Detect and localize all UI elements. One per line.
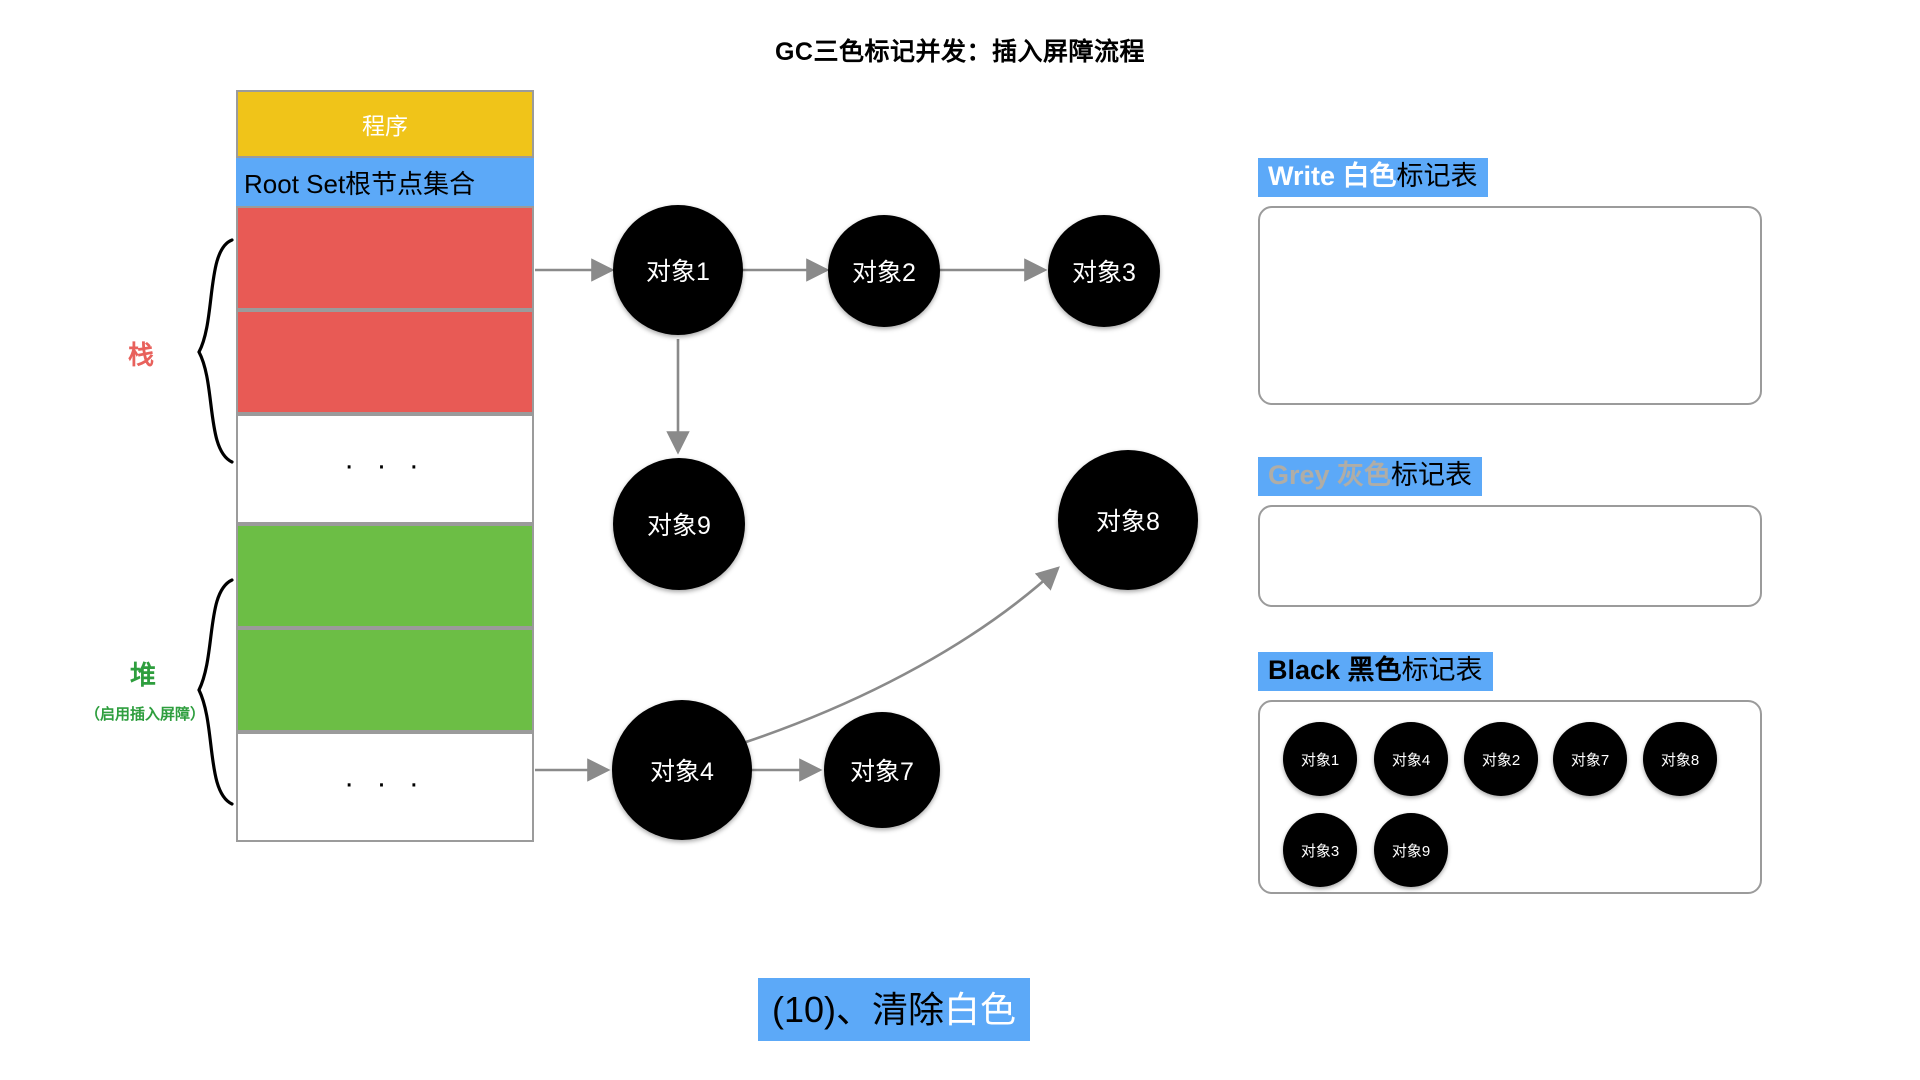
heap-label: 堆 xyxy=(129,660,156,690)
heap-cell-1 xyxy=(236,524,534,628)
write-panel-box[interactable] xyxy=(1258,206,1762,405)
black-item-chip[interactable]: 对象9 xyxy=(1374,813,1448,887)
black-item-chip[interactable]: 对象2 xyxy=(1464,722,1538,796)
stack-brace xyxy=(197,238,234,464)
graph-node-obj2[interactable]: 对象2 xyxy=(828,215,940,327)
ellipsis-glyph: · · · xyxy=(344,449,426,482)
black-item-chip[interactable]: 对象1 xyxy=(1283,722,1357,796)
heap-sublabel: （启用插入屏障） xyxy=(84,706,205,723)
write-panel-header: Write 白色标记表 xyxy=(1258,158,1488,198)
write-panel-header-accent: Write 白色 xyxy=(1268,161,1397,191)
rootset-box: Root Set根节点集合 xyxy=(236,158,534,206)
heap-brace xyxy=(197,578,234,806)
graph-node-obj4[interactable]: 对象4 xyxy=(612,700,752,840)
black-item-chip[interactable]: 对象3 xyxy=(1283,813,1357,887)
page-title: GC三色标记并发：插入屏障流程 xyxy=(774,38,1145,66)
step-caption-highlight: 白色 xyxy=(944,989,1017,1030)
black-panel-header: Black 黑色标记表 xyxy=(1258,652,1493,692)
graph-node-obj1[interactable]: 对象1 xyxy=(613,205,743,335)
grey-panel-header-rest: 标记表 xyxy=(1391,460,1473,490)
stack-cell-2 xyxy=(236,310,534,414)
black-item-chip[interactable]: 对象4 xyxy=(1374,722,1448,796)
graph-node-obj3[interactable]: 对象3 xyxy=(1048,215,1160,327)
grey-panel-box[interactable] xyxy=(1258,505,1762,607)
stack-ellipsis-cell: · · · xyxy=(236,414,534,524)
black-panel-header-rest: 标记表 xyxy=(1401,655,1483,685)
heap-cell-2 xyxy=(236,628,534,732)
stack-cell-1 xyxy=(236,206,534,310)
memory-column: 程序 Root Set根节点集合 · · · · · · xyxy=(236,90,534,842)
black-panel-header-accent: Black 黑色 xyxy=(1268,655,1402,685)
stack-label: 栈 xyxy=(127,340,154,370)
step-caption: (10)、清除白色 xyxy=(758,978,1031,1041)
graph-node-obj8[interactable]: 对象8 xyxy=(1058,450,1198,590)
write-panel-header-rest: 标记表 xyxy=(1396,161,1478,191)
black-item-chip[interactable]: 对象7 xyxy=(1553,722,1627,796)
program-box: 程序 xyxy=(236,90,534,158)
graph-node-obj9[interactable]: 对象9 xyxy=(613,458,745,590)
graph-node-obj7[interactable]: 对象7 xyxy=(824,712,940,828)
step-caption-prefix: (10)、清除 xyxy=(772,989,945,1030)
heap-ellipsis-cell: · · · xyxy=(236,732,534,842)
grey-panel-header: Grey 灰色标记表 xyxy=(1258,457,1483,497)
ellipsis-glyph: · · · xyxy=(344,767,426,800)
grey-panel-header-accent: Grey 灰色 xyxy=(1268,460,1392,490)
black-item-chip[interactable]: 对象8 xyxy=(1643,722,1717,796)
